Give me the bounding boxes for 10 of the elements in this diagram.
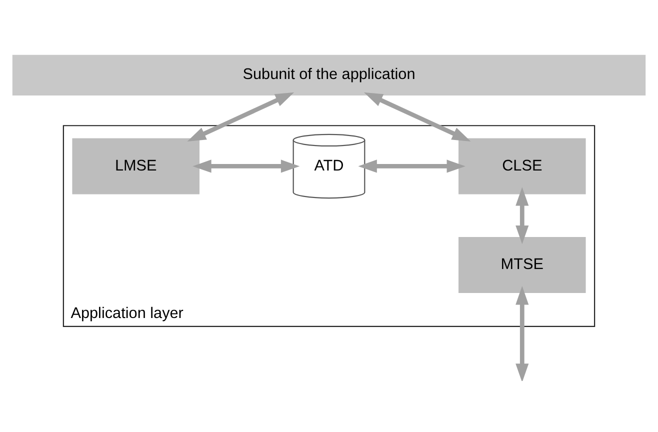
node-box: MTSE (458, 237, 586, 293)
node-box: LMSE (72, 138, 200, 194)
arrow (364, 92, 471, 142)
arrow (187, 92, 294, 142)
arrow (516, 187, 529, 244)
arrow (516, 286, 529, 381)
arrow (192, 160, 300, 173)
node-box: Subunit of the application (12, 54, 646, 96)
arrow (358, 160, 466, 173)
node-box: CLSE (458, 138, 586, 194)
